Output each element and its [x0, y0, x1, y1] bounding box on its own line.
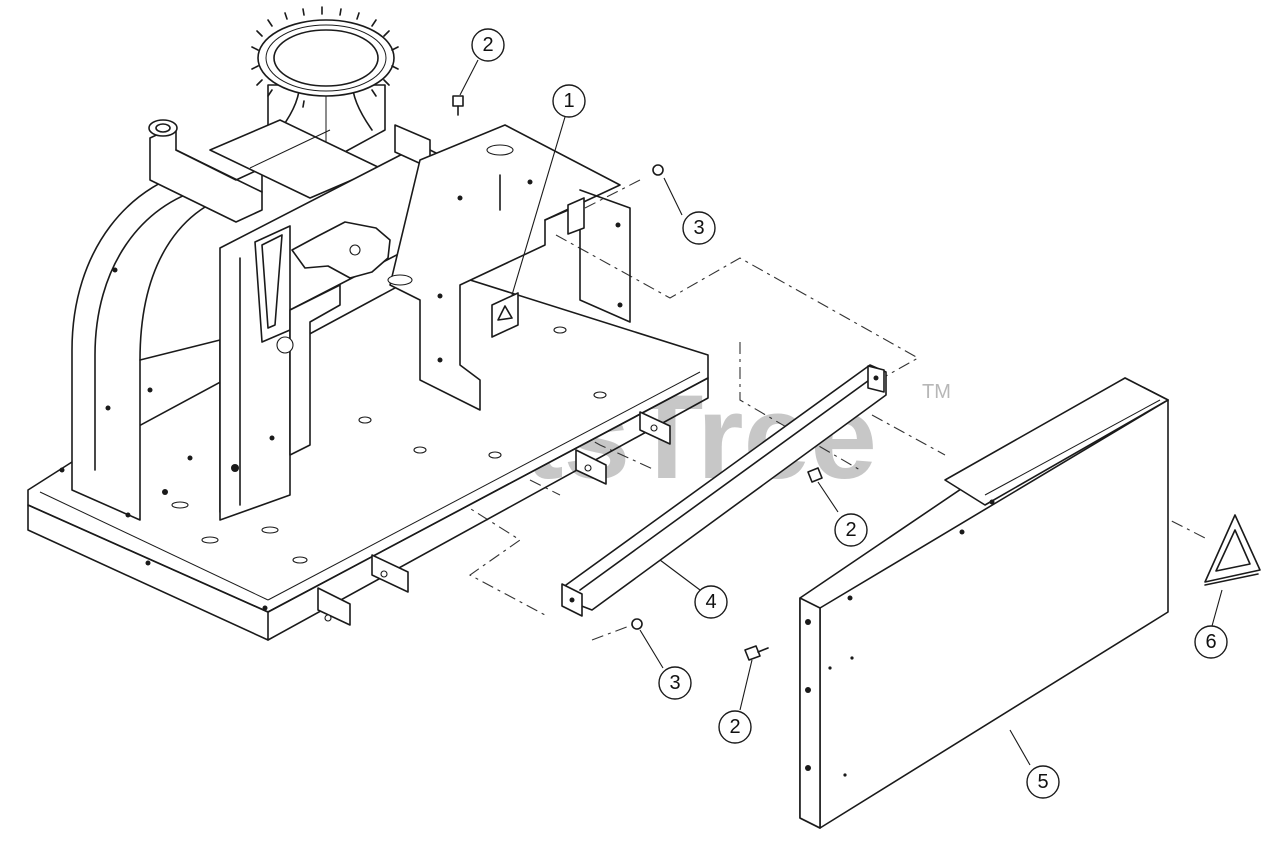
- tube-support: [148, 119, 381, 223]
- callout-5: 5: [1026, 765, 1060, 799]
- svg-text:6: 6: [1205, 631, 1216, 653]
- svg-text:2: 2: [729, 716, 740, 738]
- callout-leaders: [459, 59, 1223, 766]
- callout-3-upper: 3: [682, 211, 716, 245]
- callout-1: 1: [552, 84, 586, 118]
- callout-4: 4: [694, 585, 728, 619]
- serrated-ring: [251, 6, 399, 108]
- callout-2-middle: 2: [834, 513, 868, 547]
- svg-text:5: 5: [1037, 771, 1048, 793]
- warning-triangle-part-6: [1204, 514, 1261, 586]
- bolt-part-2-lower: [744, 645, 769, 661]
- center-bracket-assembly: [162, 124, 631, 521]
- svg-text:4: 4: [705, 591, 716, 613]
- watermark-trademark: TM: [922, 381, 951, 403]
- callout-6: 6: [1194, 625, 1228, 659]
- panel-part-5: [799, 377, 1169, 829]
- callout-2-lower: 2: [718, 710, 752, 744]
- callout-2-top: 2: [471, 28, 505, 62]
- bolt-part-2-top: [452, 95, 464, 116]
- bolt-part-2-middle: [807, 467, 823, 483]
- svg-text:1: 1: [563, 90, 574, 112]
- decal-part-1: [491, 292, 519, 338]
- svg-text:2: 2: [482, 34, 493, 56]
- bracket-part-4: [561, 364, 887, 617]
- svg-text:2: 2: [845, 519, 856, 541]
- svg-text:3: 3: [693, 217, 704, 239]
- svg-text:3: 3: [669, 672, 680, 694]
- nut-part-3-lower: [631, 618, 643, 630]
- nut-part-3-upper: [652, 164, 664, 176]
- callout-3-lower: 3: [658, 666, 692, 700]
